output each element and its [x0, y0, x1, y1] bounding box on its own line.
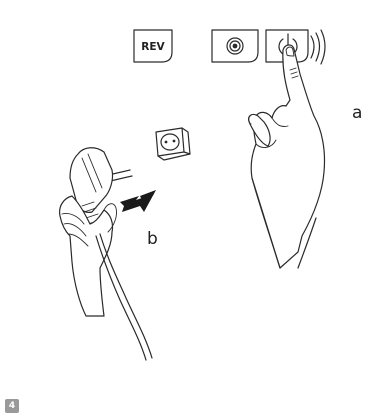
power-cord — [95, 233, 153, 361]
step-number-badge: 4 — [5, 399, 19, 413]
holding-hand — [59, 195, 117, 317]
mode-button[interactable] — [211, 29, 259, 63]
insert-arrow — [120, 190, 156, 212]
power-plug — [69, 147, 133, 231]
label-a: a — [352, 103, 362, 123]
target-icon — [226, 37, 244, 55]
wall-socket — [155, 127, 191, 161]
rev-button-label: REV — [141, 41, 165, 53]
pressing-hand — [248, 44, 326, 269]
label-b: b — [147, 229, 158, 249]
press-vibration-marks — [310, 29, 326, 65]
rev-button[interactable]: REV — [133, 29, 173, 63]
